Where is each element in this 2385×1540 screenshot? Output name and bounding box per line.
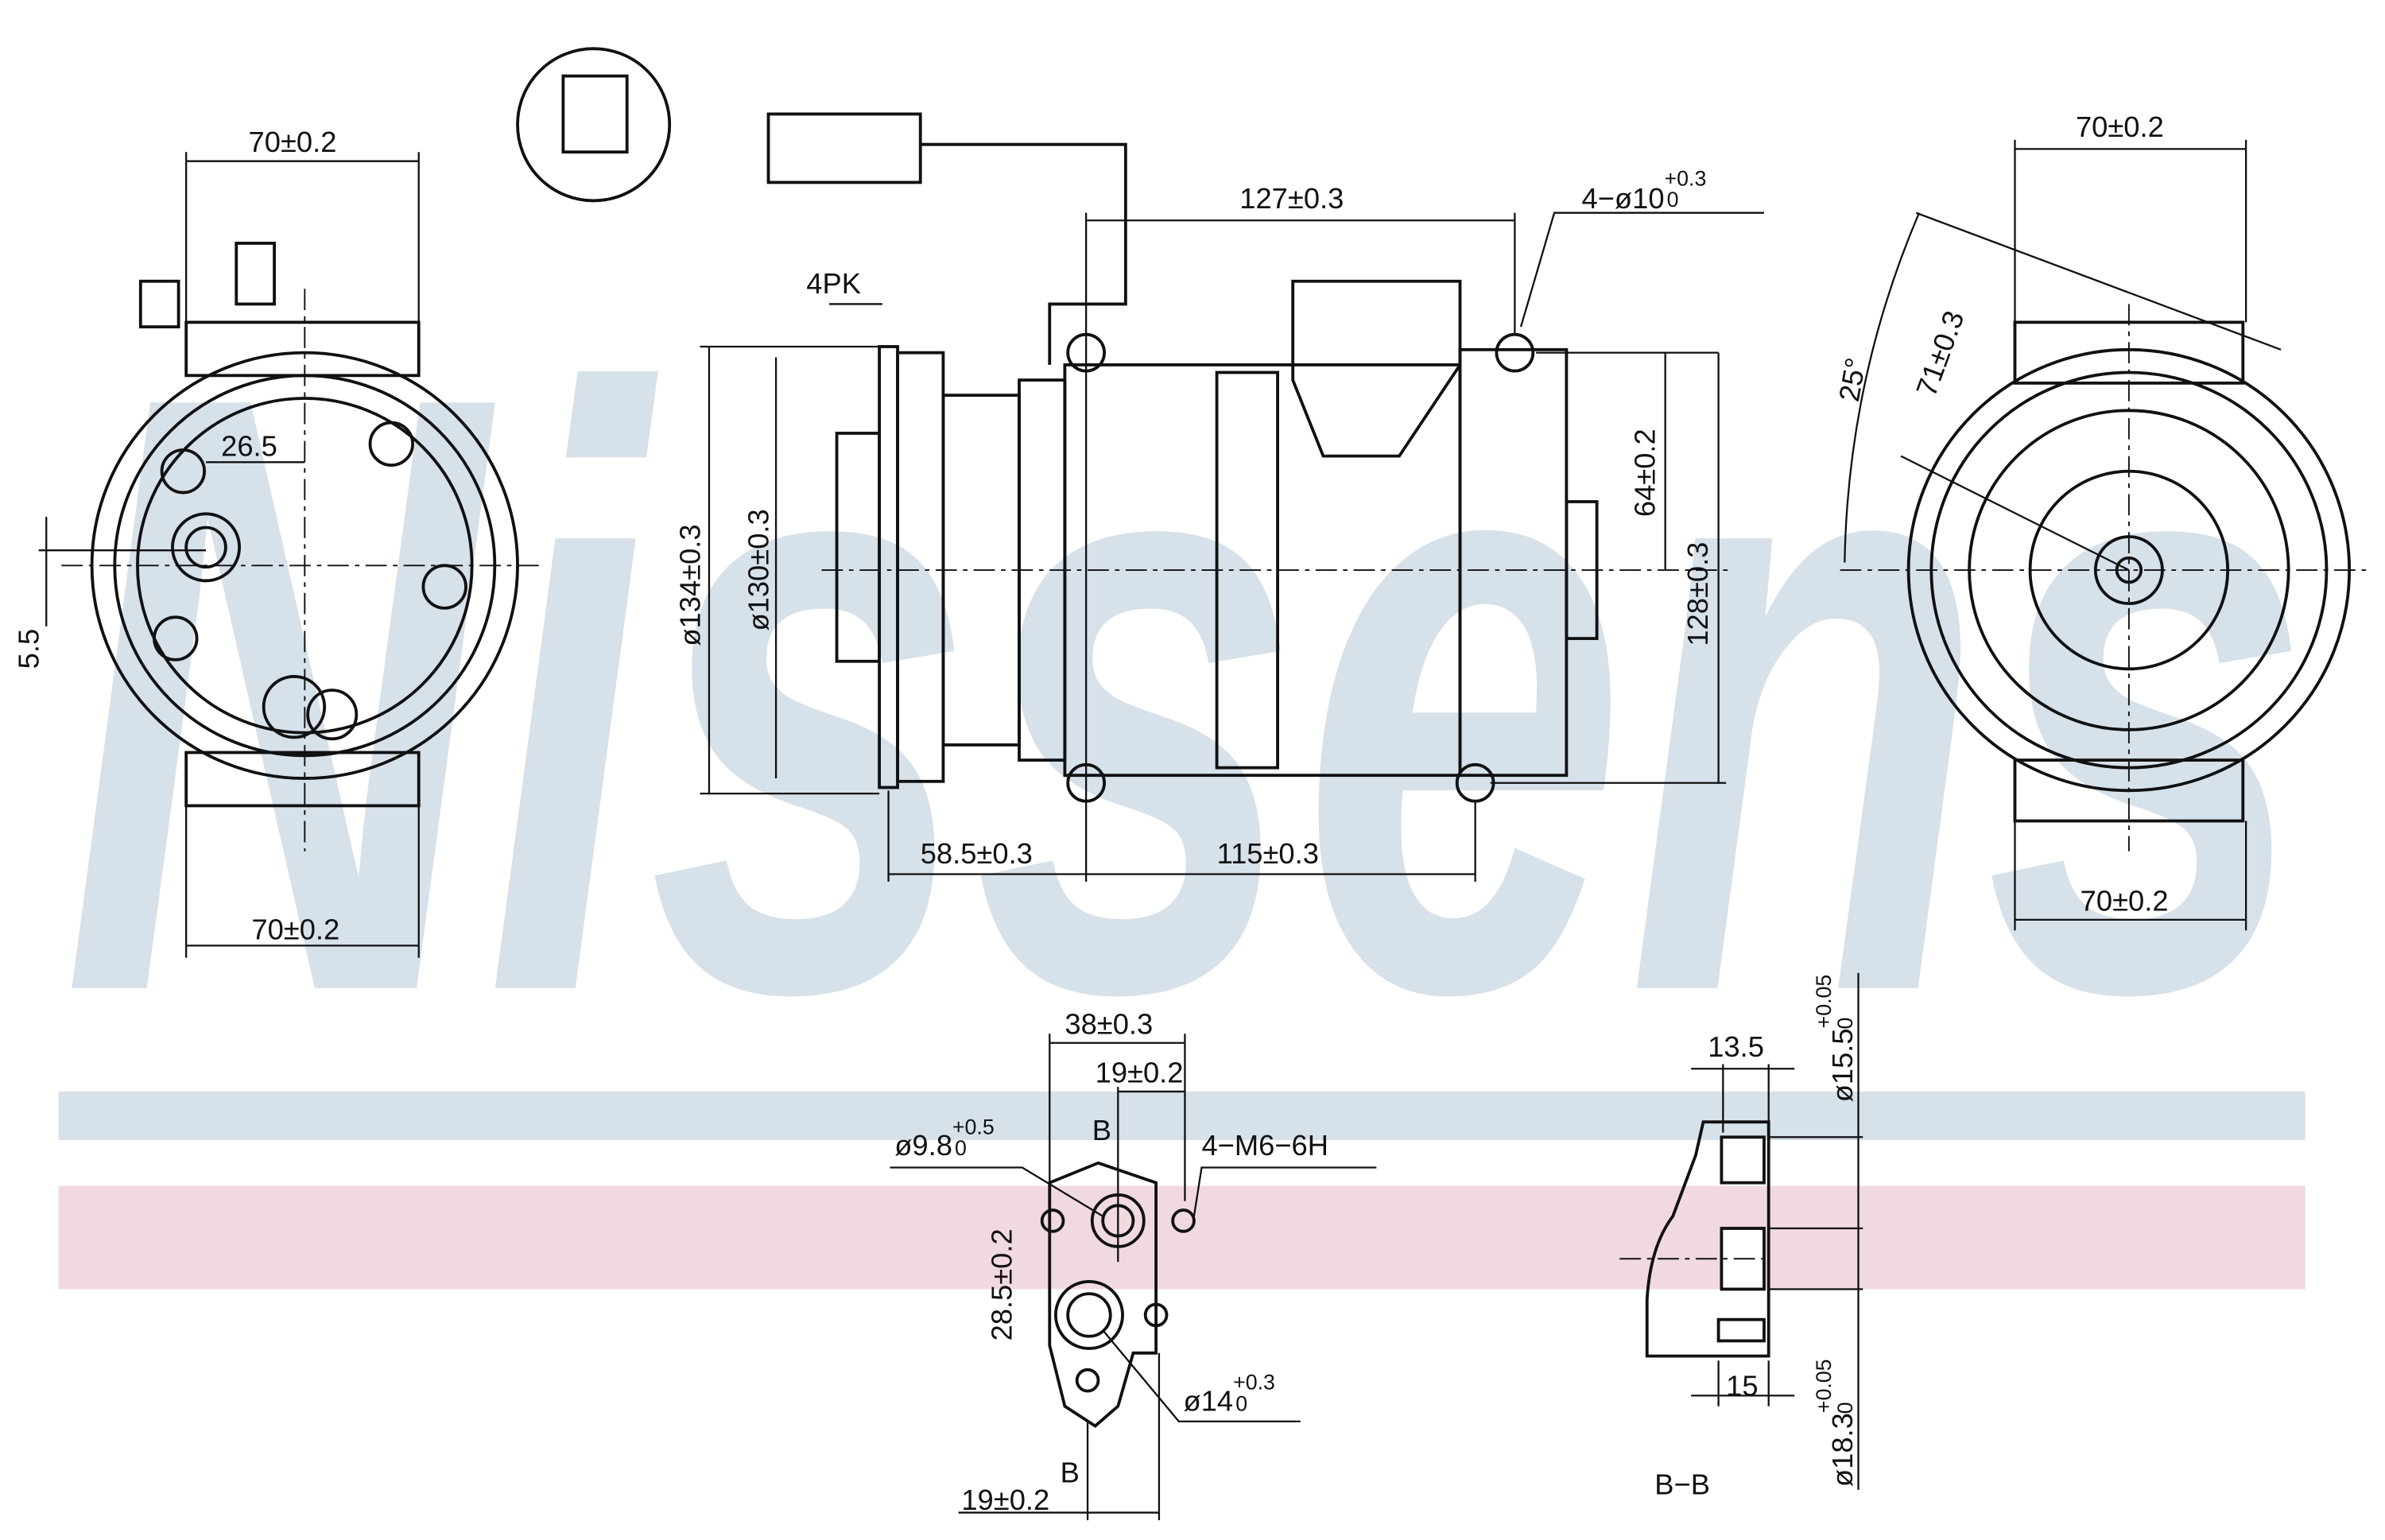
dia-bottom-main: ø18.3 [1826,1413,1859,1487]
holes-lower: 0 [1667,188,1679,211]
dim-width-top: 70±0.2 [249,126,337,158]
connector-detail [516,47,672,203]
dim-depth-bottom: 15 [1726,1369,1758,1402]
dim-offset-h: 26.5 [221,430,277,463]
dia-top-lower: 0 [1833,1018,1857,1030]
large-port-main: ø14 [1184,1384,1234,1417]
dim-height-full: 128±0.3 [1681,542,1714,646]
belt-label: 4PK [806,267,861,300]
dim-dia-inner: ø130±0.3 [743,509,775,630]
section-mark-top: B [1092,1114,1111,1146]
dim-rear-width-bottom: 70±0.2 [2081,884,2169,917]
electrical-connector [766,112,922,184]
holes-main: 4−ø10 [1582,182,1665,215]
dia-top-upper: +0.05 [1812,975,1836,1029]
red-band [58,1185,2306,1290]
blue-band [58,1091,2306,1141]
dim-len-body: 115±0.3 [1217,837,1319,870]
dim-height-half: 64±0.2 [1628,429,1661,517]
dim-port-spacing: 28.5±0.2 [985,1228,1018,1340]
small-port-lower: 0 [955,1136,967,1160]
large-port-upper: +0.3 [1233,1371,1275,1395]
front-view: 70±0.2 70±0.2 26.5 5.5 [13,126,541,958]
dim-port-half: 19±0.2 [1096,1056,1184,1088]
dim-depth-top: 13.5 [1708,1030,1764,1063]
dia-bottom-lower: 0 [1833,1402,1857,1414]
small-port-main: ø9.8 [894,1129,952,1162]
section-mark-bottom: B [1061,1456,1080,1488]
small-port-upper: +0.5 [952,1115,995,1139]
dim-span-top: 127±0.3 [1239,182,1344,215]
watermark-text: Nissens [61,218,2311,1169]
dim-port-width: 38±0.3 [1065,1007,1153,1040]
dim-rear-width-top: 70±0.2 [2076,111,2164,143]
dim-dia-bottom: ø18.3+0.050 [1812,1359,1859,1487]
dim-angle: 25° [1832,355,1872,404]
dim-offset-v: 5.5 [13,629,45,669]
dim-port-offset: 19±0.2 [961,1484,1049,1516]
section-title: B−B [1654,1468,1710,1501]
dia-bottom-upper: +0.05 [1812,1359,1836,1413]
dim-width-bottom: 70±0.2 [251,914,339,946]
dia-top-main: ø15.5 [1826,1028,1859,1102]
dim-len-pulley: 58.5±0.3 [921,837,1033,870]
nissens-watermark: Nissens [58,218,2311,1290]
dim-dia-top: ø15.5+0.050 [1812,975,1859,1103]
large-port-lower: 0 [1235,1391,1247,1415]
thread-spec: 4−M6−6H [1201,1129,1328,1162]
section-b-b: 13.5 ø15.5+0.050 15 ø18.3+0.050 B−B [1619,972,1863,1501]
dim-dia-outer: ø134±0.3 [673,524,706,646]
holes-upper: +0.3 [1665,166,1707,190]
